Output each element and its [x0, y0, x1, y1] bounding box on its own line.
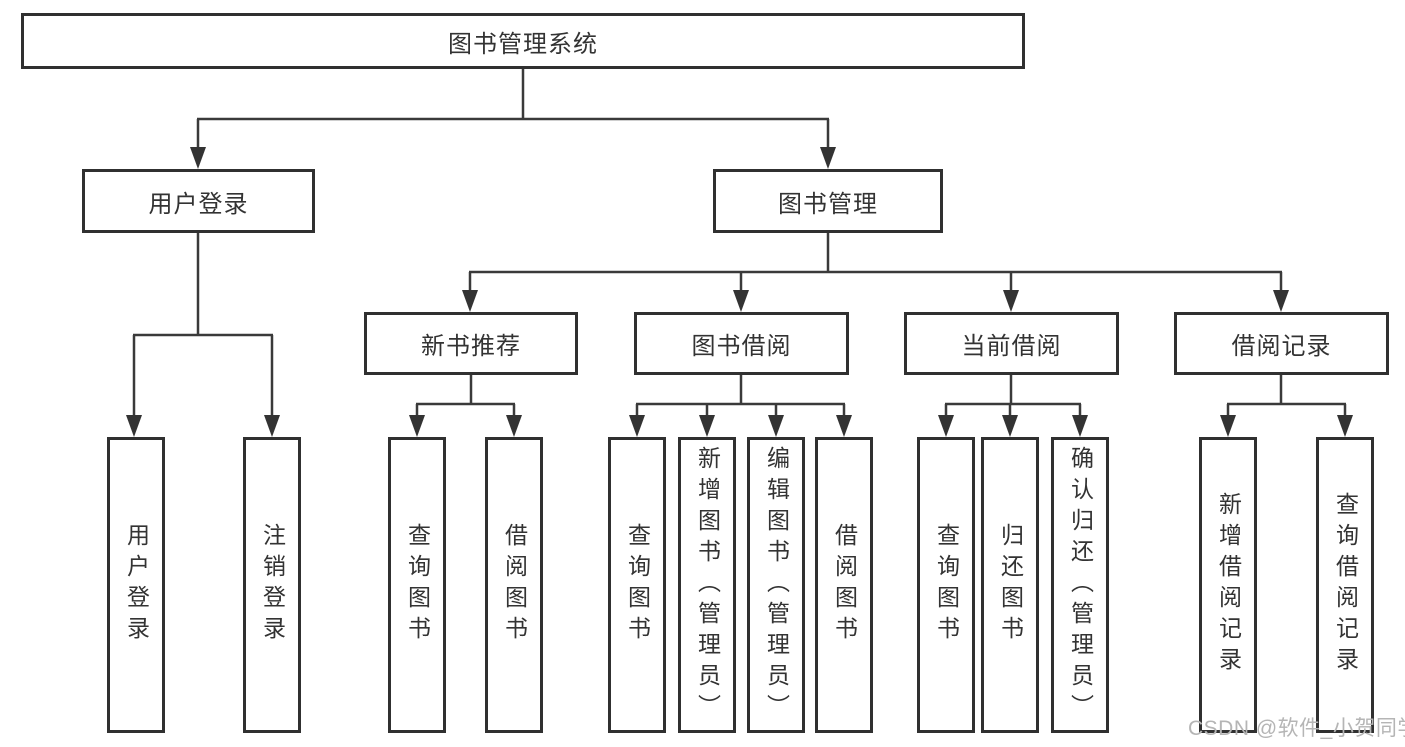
leaf-logout: 注销登录 [243, 437, 301, 733]
leaf-query-books-borrow: 查询图书 [608, 437, 666, 733]
leaf-confirm-return-admin: 确认归还（管理员） [1051, 437, 1109, 733]
leaf-user-login: 用户登录 [107, 437, 165, 733]
csdn-watermark: CSDN @软件_小贺同学 [1188, 717, 1405, 740]
node-borrowing-records: 借阅记录 [1174, 312, 1389, 375]
node-user-login: 用户登录 [82, 169, 315, 233]
leaf-return-books: 归还图书 [981, 437, 1039, 733]
leaf-add-books-admin: 新增图书（管理员） [678, 437, 736, 733]
node-new-book-recommendation: 新书推荐 [364, 312, 578, 375]
leaf-borrow-books: 借阅图书 [485, 437, 543, 733]
leaf-borrow-books-2: 借阅图书 [815, 437, 873, 733]
leaf-add-borrow-record: 新增借阅记录 [1199, 437, 1257, 733]
node-book-borrowing: 图书借阅 [634, 312, 849, 375]
leaf-query-books: 查询图书 [388, 437, 446, 733]
node-current-borrowing: 当前借阅 [904, 312, 1119, 375]
node-book-management: 图书管理 [713, 169, 943, 233]
leaf-query-borrow-record: 查询借阅记录 [1316, 437, 1374, 733]
node-library-management-system: 图书管理系统 [21, 13, 1025, 69]
leaf-query-books-current: 查询图书 [917, 437, 975, 733]
leaf-edit-books-admin: 编辑图书（管理员） [747, 437, 805, 733]
